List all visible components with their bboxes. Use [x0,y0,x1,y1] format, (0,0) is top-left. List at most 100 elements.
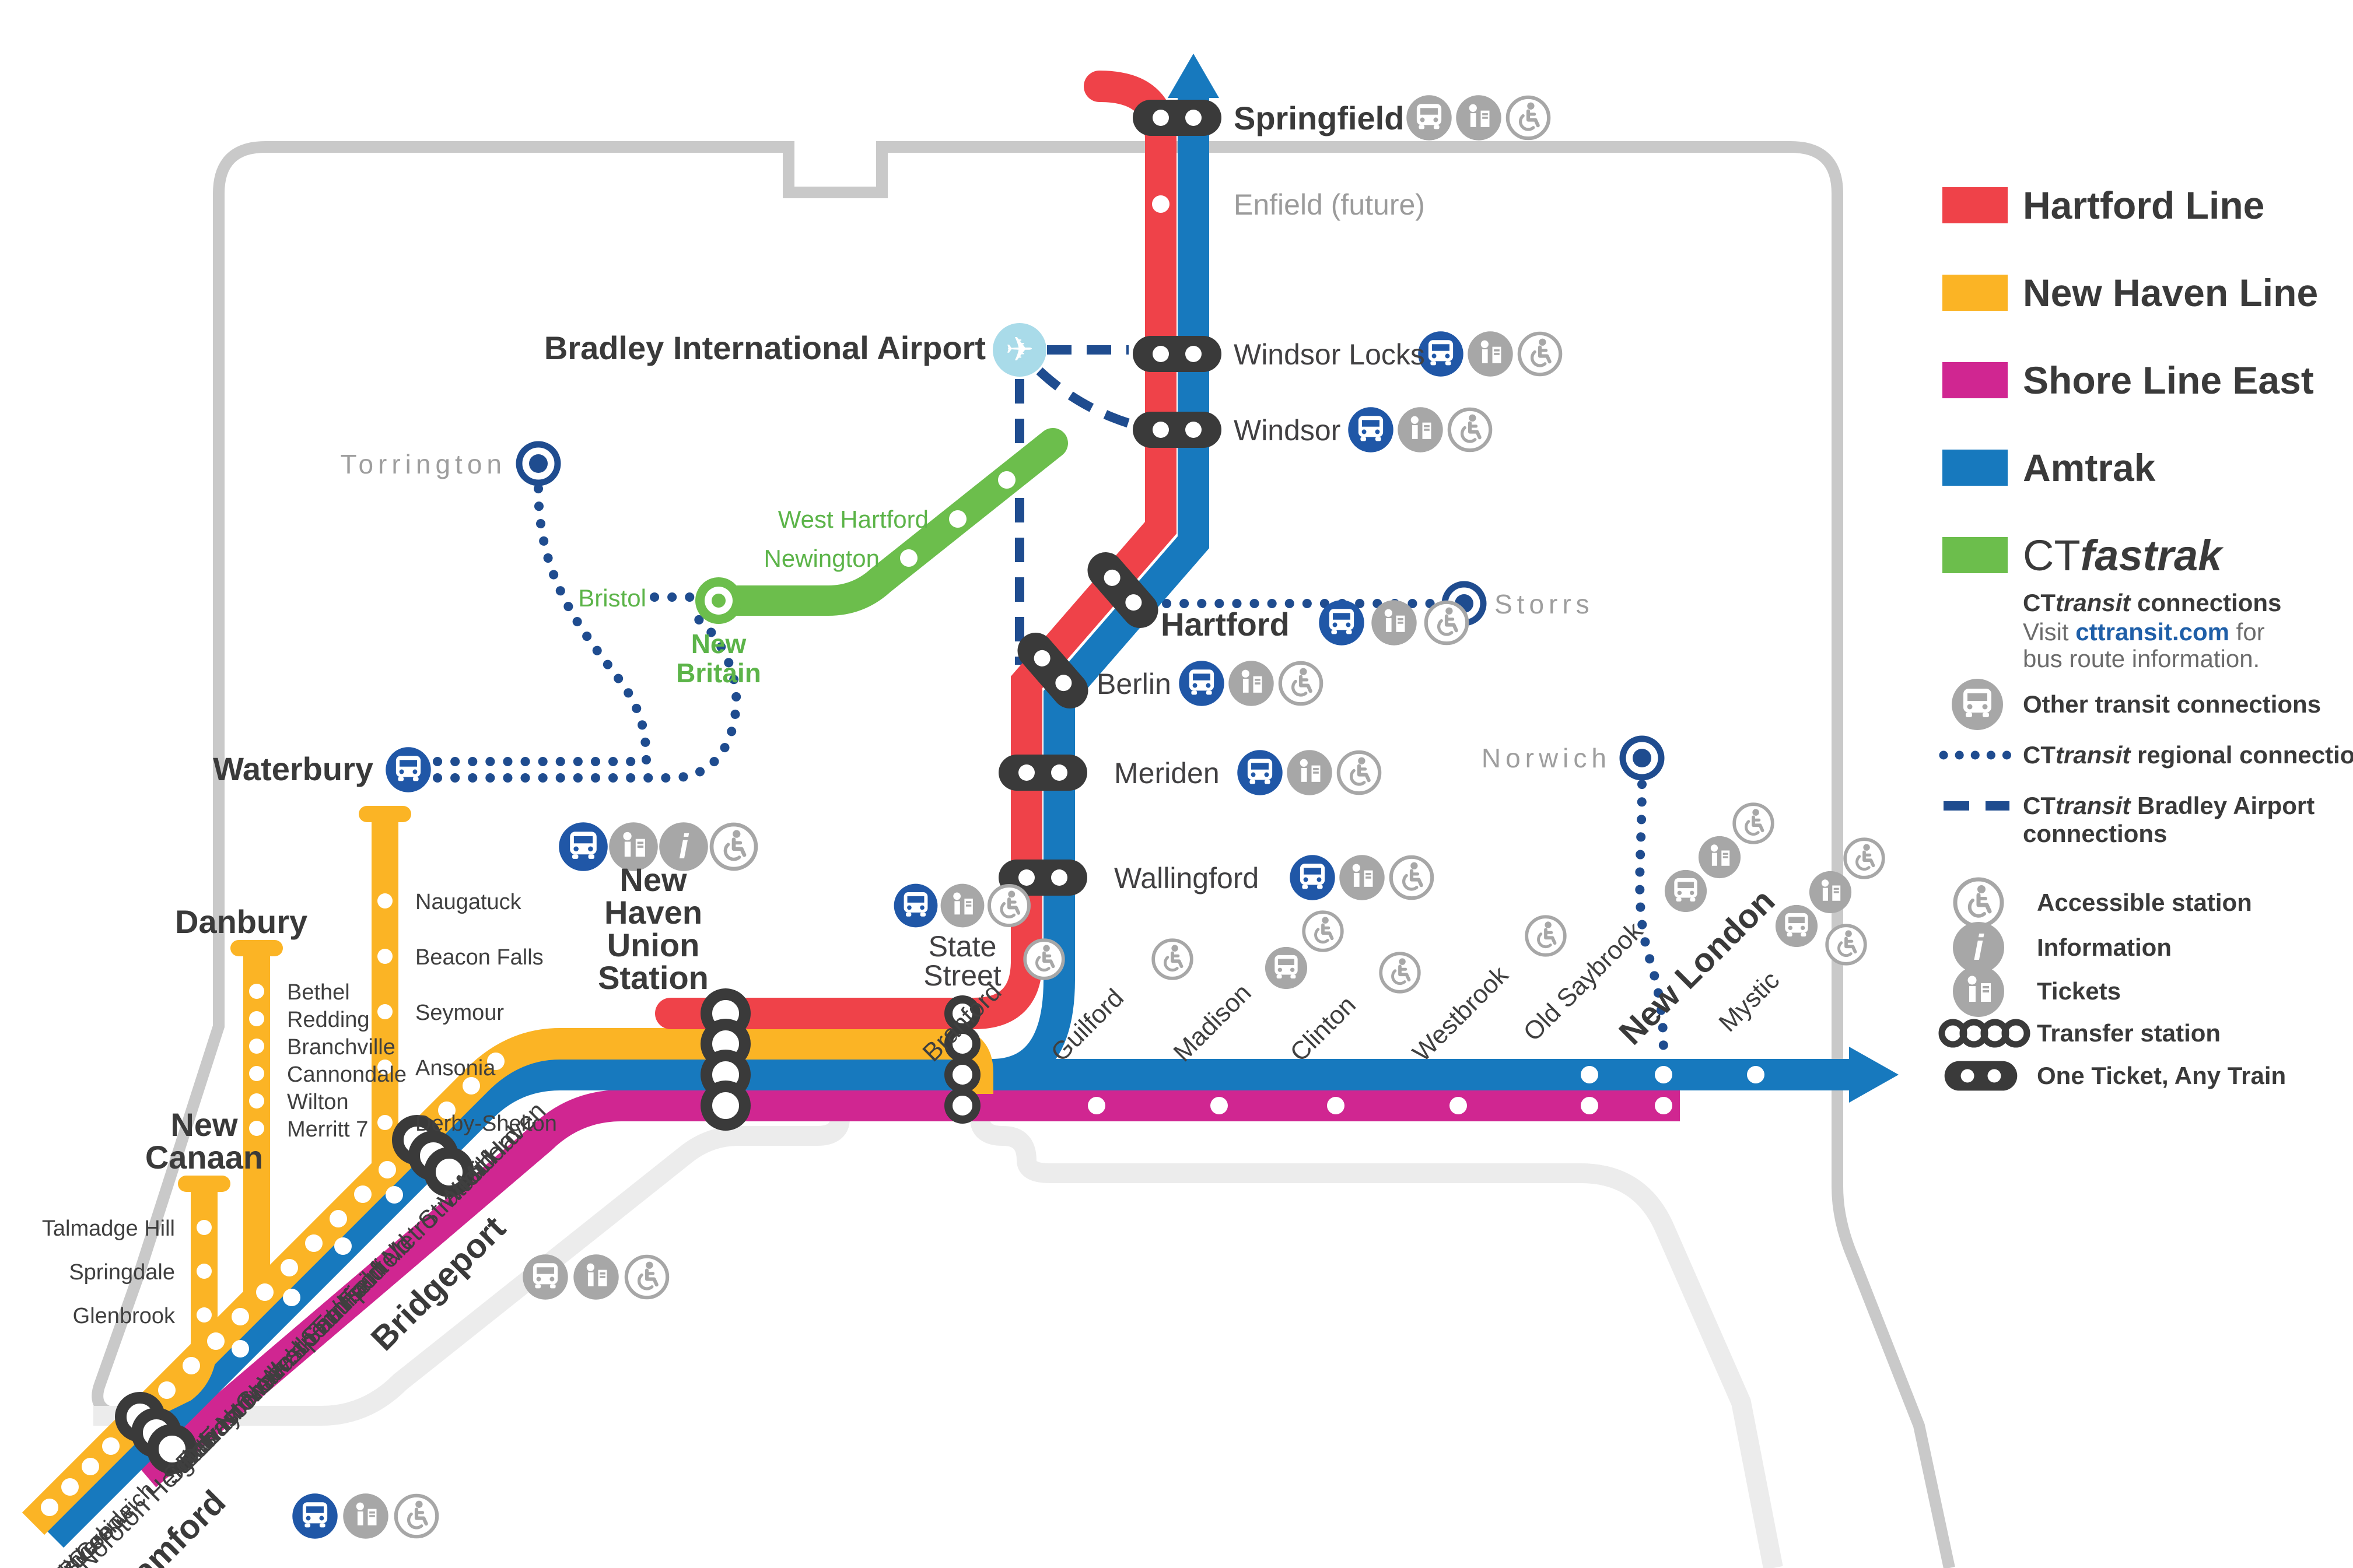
station-label-bristol: Bristol [578,584,646,612]
station-label-talmadge-hill: Talmadge Hill [42,1216,175,1241]
legend-visit-line: Visit cttransit.com for [2023,618,2265,646]
station-label-bradley: Bradley International Airport [544,329,986,366]
legend-bradley: CTtransit Bradley Airport [2023,792,2315,819]
accessible-icon [396,1496,437,1537]
station-label-wallingford: Wallingford [1114,862,1259,895]
station-label-state-street: State [929,930,997,963]
station-label-branchville: Branchville [287,1035,395,1060]
station-label-new-haven-4: Station [598,959,709,996]
legend-tickets: Tickets [2037,977,2121,1005]
bus-icon [1952,679,2003,730]
info-icon [1953,922,2004,973]
tickets-icon [573,1254,619,1300]
legend-label-new-haven: New Haven Line [2023,271,2318,314]
accessible-icon [1734,804,1773,843]
state-street-icons [894,883,1029,928]
accessible-icon [712,825,756,869]
station-label-madison: Madison [1168,978,1256,1067]
airplane-icon [993,323,1046,377]
station-label-waterbury: Waterbury [213,750,373,787]
legend-label-hartford: Hartford Line [2023,184,2264,227]
bus-icon [523,1254,568,1300]
station-label-wilton: Wilton [287,1090,349,1114]
accessible-icon [1153,940,1192,978]
legend-label-shore-line-east: Shore Line East [2023,359,2314,402]
bridgeport-icons [523,1254,667,1300]
legend-regional: CTtransit regional connection [2023,741,2353,769]
station-label-seymour: Seymour [415,1001,504,1025]
station-label-glenbrook: Glenbrook [73,1304,176,1328]
one-ticket-icon [1944,1061,2018,1091]
station-label-clinton: Clinton [1284,991,1361,1067]
station-dots [41,195,1764,1516]
station-label-newington: Newington [764,545,880,572]
accessible-icon [1304,912,1342,950]
legend-swatch-ctfastrak [1942,537,2008,573]
station-label-beacon-falls: Beacon Falls [415,945,544,970]
tickets-icon [1228,661,1274,706]
station-label-danbury: Danbury [175,903,307,940]
transfer-station-icon [1938,1019,2030,1048]
bus-icon [1237,750,1283,795]
bus-icon [1319,600,1364,646]
station-label-new-britain: New [691,629,747,659]
bus-icon [1418,331,1463,377]
legend-cttransit-connections: CTtransit connections [2023,589,2281,616]
accessible-icon [1025,940,1063,978]
station-label-greenwich: Greenwich [2,1538,99,1568]
tickets-icon [343,1493,388,1539]
accessible-icon [1339,752,1379,793]
windsor-locks-icons [1418,331,1560,377]
station-label-state-street-2: Street [923,959,1002,992]
station-label-merritt7: Merritt 7 [287,1117,368,1142]
legend-accessible: Accessible station [2037,889,2252,916]
branch-terminal-caps [178,806,411,1192]
bus-icon [1265,946,1308,990]
station-label-cannondale: Cannondale [287,1062,407,1087]
tickets-icon [1809,871,1852,914]
legend-bradley-2: connections [2023,820,2167,847]
berlin-icons [1179,661,1321,706]
wallingford-icons [1290,855,1432,900]
bradley-airport-connections [1015,345,1135,665]
station-label-hartford: Hartford [1161,606,1290,643]
tickets-icon [1468,331,1513,377]
station-label-windsor-locks: Windsor Locks [1234,338,1425,371]
bus-icon [559,822,608,871]
legend-swatch-new-haven [1942,275,2008,311]
tickets-icon [1398,407,1443,452]
accessible-icon [1391,857,1432,898]
station-label-bethel: Bethel [287,980,350,1005]
station-label-meriden: Meriden [1114,757,1220,790]
bus-icon [1775,904,1818,948]
legend-label-ctfastrak: CTfastrak [2023,531,2224,580]
legend-transfer: Transfer station [2037,1019,2221,1047]
accessible-icon [1955,879,2002,926]
springfield-icons [1406,95,1549,141]
accessible-icon [1827,925,1865,964]
station-label-windsor: Windsor [1234,414,1340,447]
accessible-icon [1381,953,1419,992]
station-label-new-canaan: New [170,1106,238,1143]
legend-swatch-hartford [1942,187,2008,223]
station-label-storrs: Storrs [1494,589,1594,619]
stamford-icons [292,1493,437,1539]
accessible-icon [989,886,1029,925]
station-label-new-haven: New [619,861,687,898]
station-label-new-haven-2: Haven [604,894,702,931]
legend-bus-route: bus route information. [2023,645,2260,672]
accessible-icon [1845,839,1883,878]
amtrak-line [41,87,1855,1548]
cttransit-link[interactable]: cttransit.com [2075,618,2229,646]
station-label-berlin: Berlin [1097,668,1171,700]
legend: Hartford Line New Haven Line Shore Line … [1938,184,2353,1091]
legend-swatch-shore-line-east [1942,362,2008,398]
legend-information: Information [2037,934,2172,961]
accessible-icon [1280,663,1321,704]
tickets-icon [1339,855,1385,900]
station-label-derby-shelton: Derby-Shelton [415,1111,557,1136]
station-label-new-britain-2: Britain [676,658,761,688]
ctfastrak-line [703,428,1068,616]
meriden-icons [1237,750,1379,795]
accessible-icon [1526,917,1565,955]
